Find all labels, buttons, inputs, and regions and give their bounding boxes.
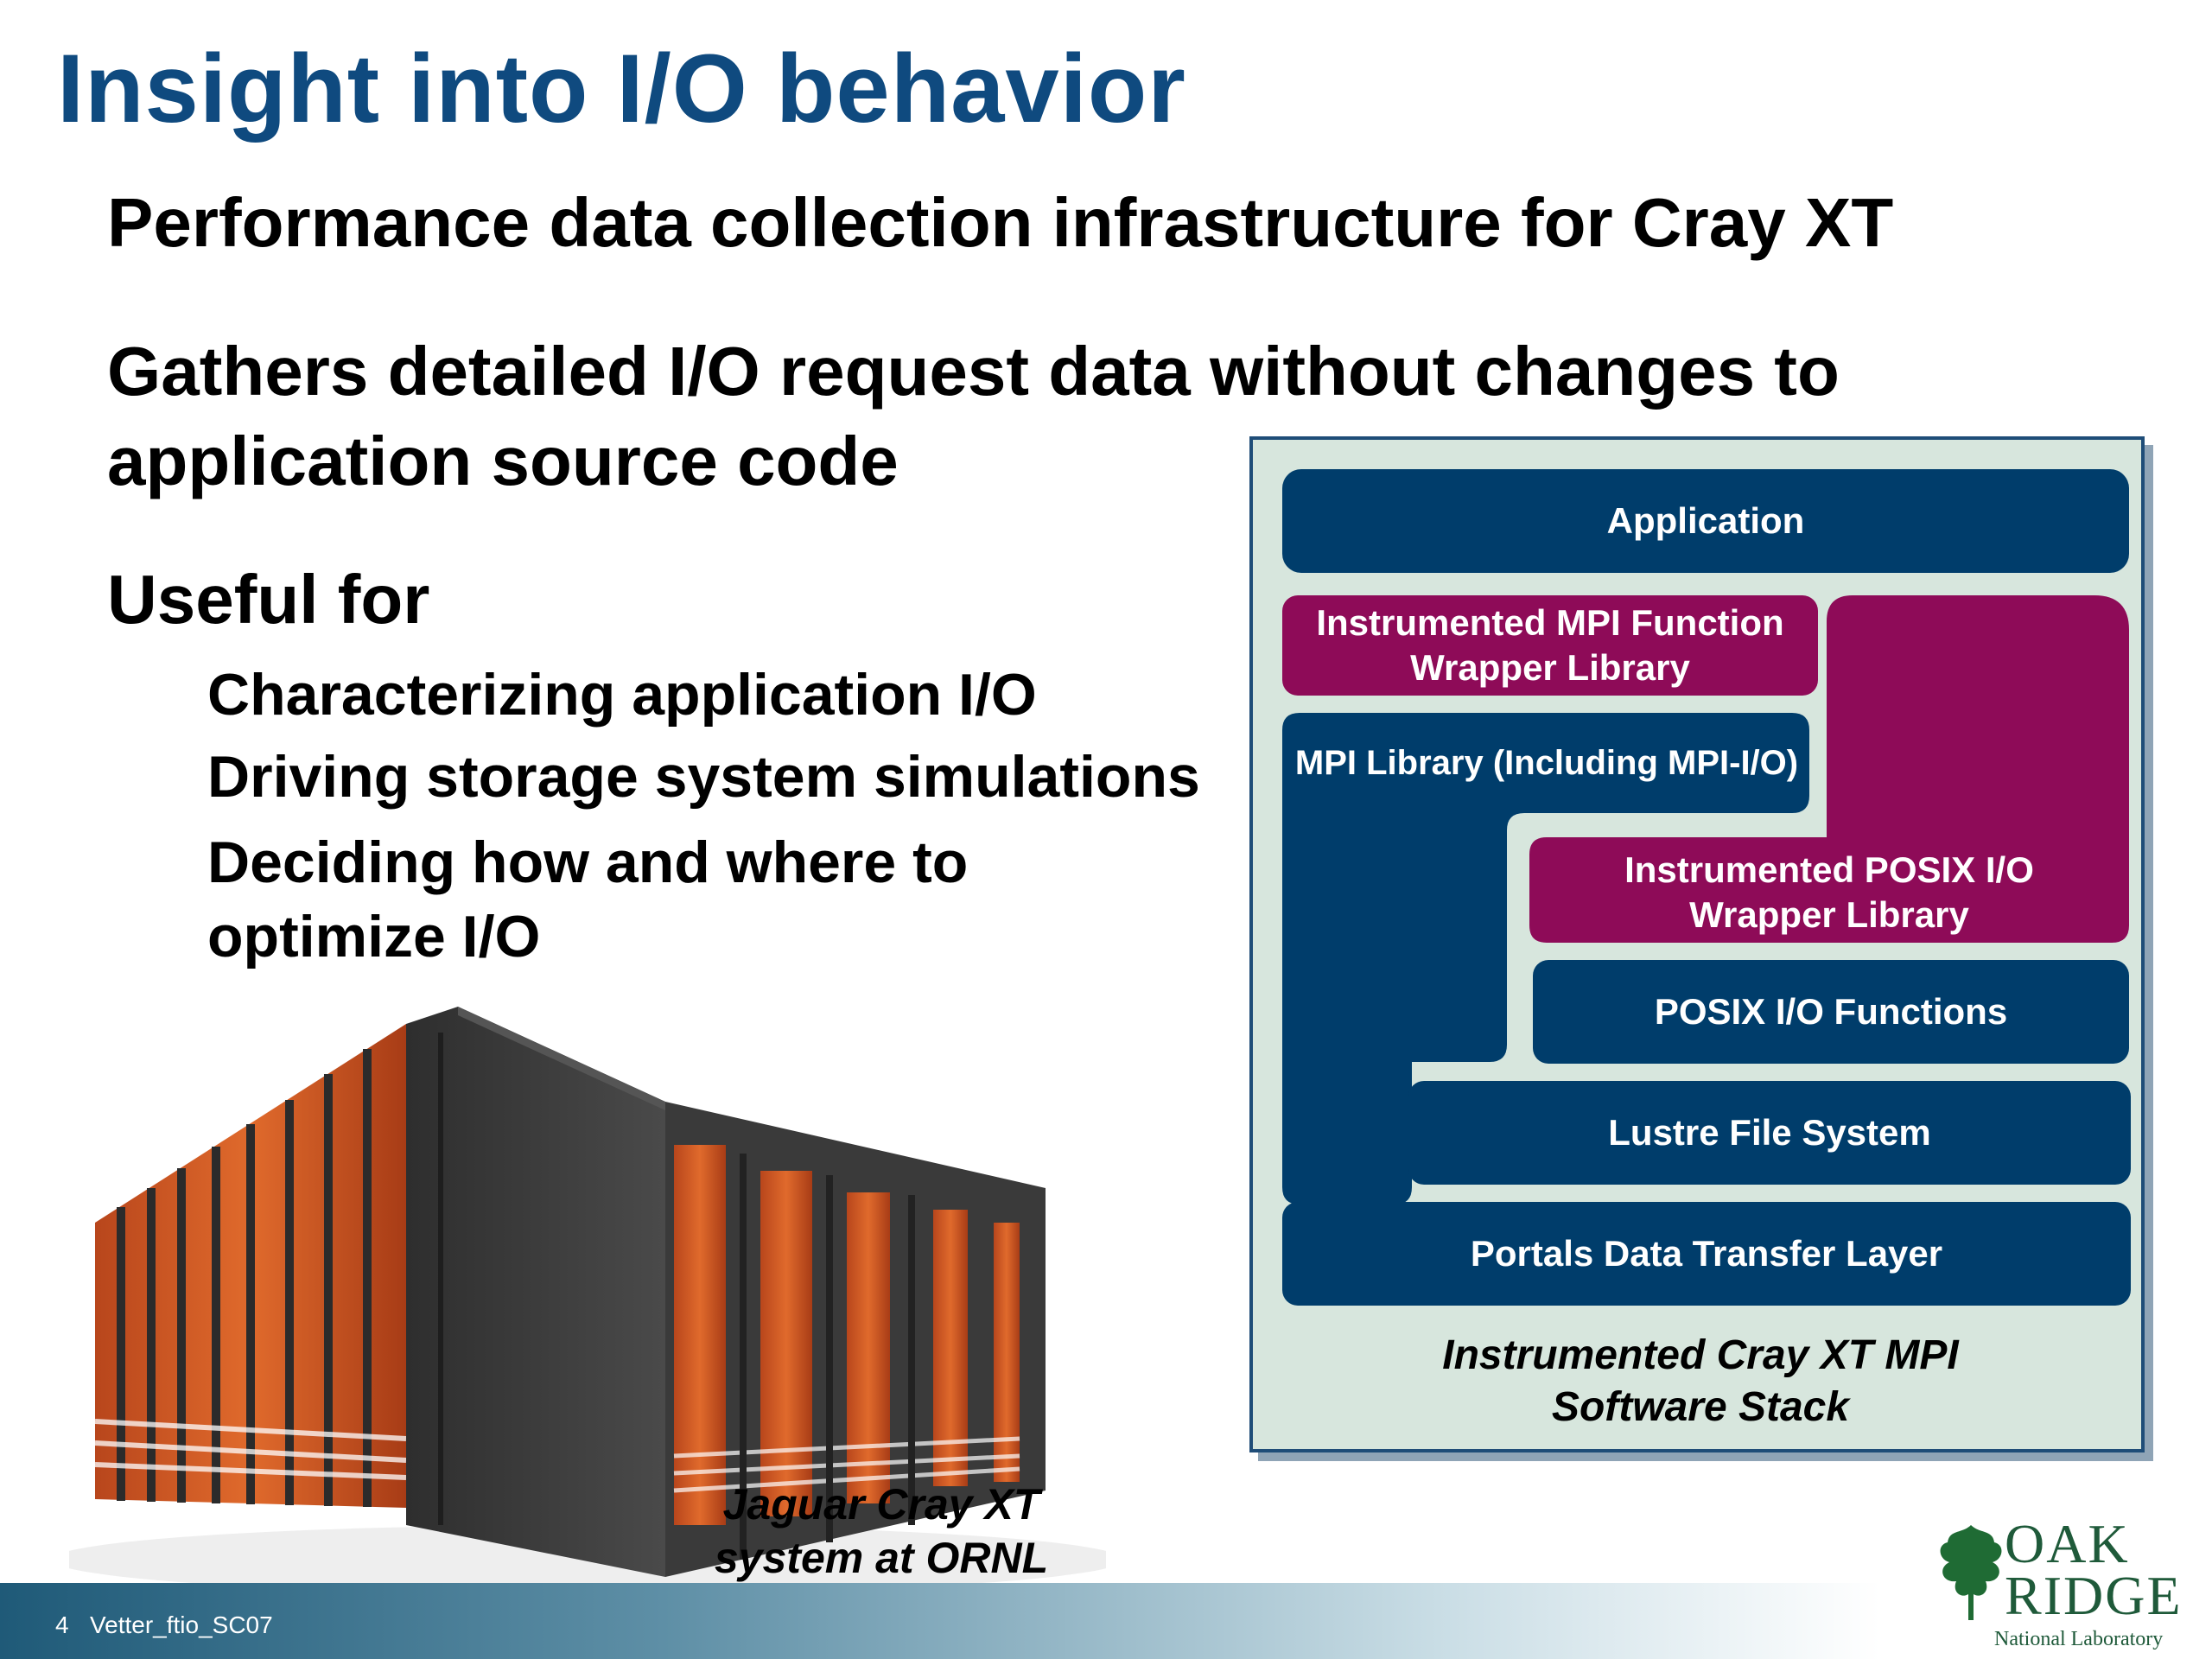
layer-portals-label: Portals Data Transfer Layer — [1470, 1233, 1943, 1274]
layer-posix-wrapper-line2: Wrapper Library — [1689, 894, 1969, 935]
stack-caption-line2: Software Stack — [1551, 1384, 1850, 1430]
photo-caption-line1: Jaguar Cray XT — [722, 1480, 1040, 1529]
sub-bullet-deciding: Deciding how and where to optimize I/O — [207, 825, 968, 974]
footer-text: Vetter_ftio_SC07 — [90, 1611, 273, 1638]
cabinet-row-left — [94, 1024, 407, 1508]
bullet-performance-data: Performance data collection infrastructu… — [107, 184, 1894, 261]
layer-posix-wrapper-label: Instrumented POSIX I/O Wrapper Library — [1529, 848, 2129, 938]
cabinet-front — [406, 1007, 665, 1577]
bullet-gathers-line1: Gathers detailed I/O request data withou… — [107, 333, 1840, 410]
footer-bar — [0, 1583, 2212, 1659]
logo-national-lab-text: National Laboratory — [1994, 1628, 2164, 1650]
bullet-gathers-line2: application source code — [107, 423, 899, 499]
layer-lustre-label: Lustre File System — [1608, 1112, 1931, 1153]
oak-leaf-icon — [1940, 1525, 2002, 1620]
sub-bullet-deciding-line1: Deciding how and where to — [207, 830, 969, 895]
bullet-gathers-detailed: Gathers detailed I/O request data withou… — [107, 327, 1840, 506]
layer-application-label: Application — [1606, 500, 1805, 541]
layer-mpi-wrapper-line1: Instrumented MPI Function — [1316, 602, 1784, 643]
stack-caption-line1: Instrumented Cray XT MPI — [1442, 1332, 1959, 1378]
layer-posix-functions-label: POSIX I/O Functions — [1654, 991, 2008, 1032]
layer-application-box — [1282, 469, 2129, 573]
sub-bullet-characterizing: Characterizing application I/O — [207, 662, 1037, 728]
layer-mpi-library-label: MPI Library (Including MPI-I/O) — [1294, 744, 1799, 782]
sub-bullet-driving: Driving storage system simulations — [207, 744, 1200, 810]
logo-ridge-text: RIDGE — [2005, 1565, 2183, 1626]
sub-bullet-deciding-line2: optimize I/O — [207, 904, 541, 969]
slide-number: 4 — [55, 1611, 69, 1638]
stack-caption: Instrumented Cray XT MPI Software Stack — [1253, 1330, 2148, 1433]
logo-oak-text: OAK — [2005, 1513, 2130, 1574]
layer-posix-wrapper-line1: Instrumented POSIX I/O — [1624, 849, 2034, 890]
layer-mpi-wrapper-box — [1282, 595, 1818, 696]
layer-posix-wrapper-box — [1529, 595, 2129, 943]
layer-lustre-box — [1408, 1081, 2131, 1185]
layer-portals-box — [1282, 1202, 2131, 1306]
layer-mpi-wrapper-line2: Wrapper Library — [1410, 647, 1690, 688]
layer-mpi-wrapper-label: Instrumented MPI Function Wrapper Librar… — [1282, 601, 1818, 690]
software-stack-diagram: Application Instrumented MPI Function Wr… — [1249, 436, 2145, 1452]
bullet-useful-for: Useful for — [107, 561, 430, 638]
layer-posix-functions-box — [1533, 960, 2129, 1064]
supercomputer-photo — [69, 1007, 1106, 1594]
stack-shapes — [1282, 469, 2131, 1306]
cabinet-row-right — [665, 1102, 1046, 1577]
layer-mpi-library-box — [1282, 713, 1809, 1205]
photo-caption-line2: system at ORNL — [714, 1534, 1049, 1582]
slide-title: Insight into I/O behavior — [57, 35, 1186, 143]
photo-caption: Jaguar Cray XT system at ORNL — [700, 1478, 1063, 1585]
